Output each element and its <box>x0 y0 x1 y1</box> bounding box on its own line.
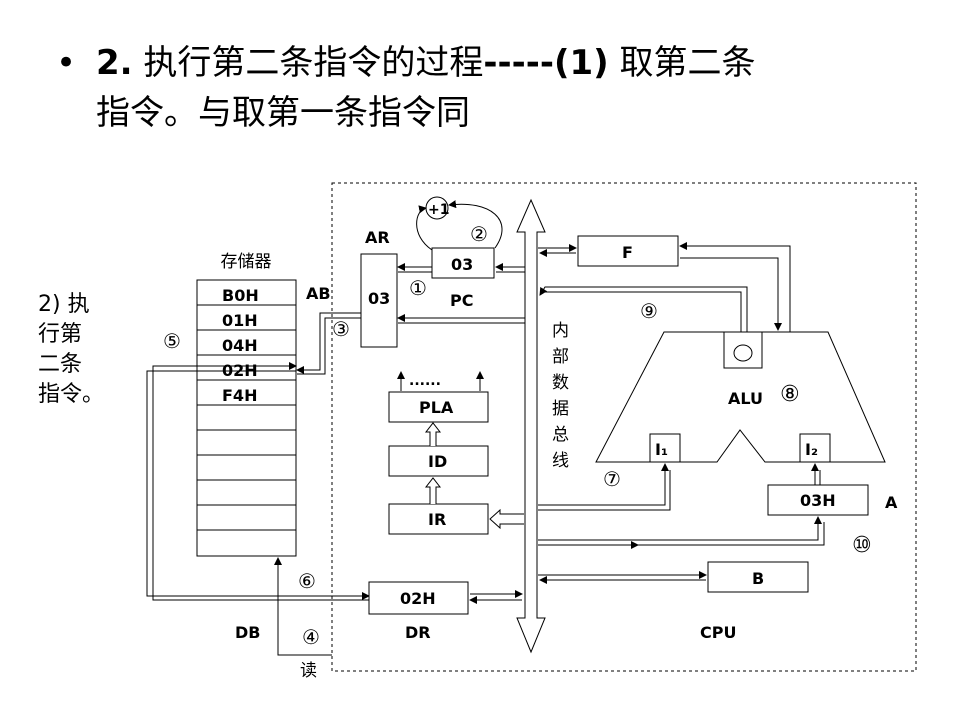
pla-label: PLA <box>419 398 454 417</box>
memory-cell: 04H <box>222 336 258 355</box>
step-2: ② <box>470 222 488 246</box>
internal-bus-char: 总 <box>552 425 569 445</box>
alu-flag-icon <box>733 344 753 362</box>
alu-to-f <box>679 242 791 332</box>
title-dashes: ----- <box>483 43 554 83</box>
cpu-boundary <box>331 182 917 672</box>
read-label: 读 <box>300 661 317 681</box>
side-note-line: 2) 执 <box>38 292 90 317</box>
increment-loop <box>416 205 433 251</box>
pc-register <box>431 247 495 279</box>
dr-label: DR <box>405 623 431 642</box>
step-3: ③ <box>332 317 350 341</box>
dr-value: 02H <box>400 589 436 608</box>
ir-to-id-arrow <box>424 477 442 504</box>
bus-to-a <box>538 516 822 541</box>
db-label: DB <box>235 623 260 642</box>
a-register-value: 03H <box>800 491 836 510</box>
title-number: 2 <box>96 43 120 83</box>
address-bus-line-2 <box>297 317 361 375</box>
ab-label: AB <box>306 284 331 303</box>
data-bus-line-2 <box>152 362 369 601</box>
bus-to-a-2 <box>538 522 825 546</box>
f-register <box>577 235 679 267</box>
side-note: 2) 执 行第 二条 指令。 <box>38 290 128 410</box>
alu-output <box>539 286 748 332</box>
a-register <box>767 484 869 516</box>
id-block <box>388 445 489 477</box>
side-note-line: 二条 <box>38 352 83 377</box>
read-line <box>274 557 332 656</box>
ir-block <box>388 503 489 535</box>
step-10: ⑩ <box>852 533 872 558</box>
side-note-line: 行第 <box>38 322 83 347</box>
memory-cell: F4H <box>222 386 257 405</box>
step-1: ① <box>409 276 427 300</box>
increment-loop-2 <box>448 200 503 249</box>
memory-title: 存储器 <box>221 252 272 272</box>
pla-block <box>388 391 489 423</box>
alu-unit <box>595 331 886 463</box>
title-sep: . <box>119 43 133 83</box>
bus-to-ir-arrow <box>489 508 524 530</box>
pla-output-dots: ...... <box>409 373 441 389</box>
ar-label: AR <box>365 228 390 247</box>
a-register-label: A <box>885 493 898 512</box>
i2-label: I₂ <box>805 440 818 459</box>
title-heading: 执行第二条指令的过程 <box>143 43 484 83</box>
step-7: ⑦ <box>603 467 621 491</box>
step-8: ⑧ <box>780 382 800 407</box>
pc-value: 03 <box>451 255 473 274</box>
i1-register <box>649 433 681 463</box>
f-to-alu <box>680 257 782 331</box>
b-register <box>707 561 809 593</box>
dr-register <box>368 581 469 615</box>
internal-bus-char: 内 <box>552 321 569 341</box>
step-9: ⑨ <box>640 299 658 323</box>
i1-label: I₁ <box>655 440 668 459</box>
internal-bus-char: 部 <box>552 347 569 367</box>
ar-value: 03 <box>368 289 390 308</box>
internal-bus-char: 数 <box>552 373 569 393</box>
b-register-label: B <box>752 569 764 588</box>
f-label: F <box>622 243 633 262</box>
ir-label: IR <box>428 510 446 529</box>
title-rest: 取第二条 <box>619 43 756 83</box>
ar-register <box>360 253 398 348</box>
data-bus-line <box>146 370 370 600</box>
memory-cell: B0H <box>222 286 259 305</box>
alu-label: ALU <box>728 389 763 408</box>
title-step: (1) <box>553 43 609 83</box>
pc-label: PC <box>450 291 473 310</box>
title-line-1: 2. 执行第二条指令的过程-----(1) 取第二条 <box>96 38 756 88</box>
alu-output-2 <box>545 291 742 332</box>
step-6: ⑥ <box>298 569 316 593</box>
cpu-label: CPU <box>700 623 736 642</box>
internal-data-bus <box>516 198 546 654</box>
memory-cell: 01H <box>222 311 258 330</box>
side-note-line: 指令。 <box>38 382 105 407</box>
increment-label: +1 <box>428 202 449 218</box>
title-bullet: • <box>56 43 77 83</box>
id-to-pla-arrow <box>424 422 442 446</box>
bus-to-i1-2 <box>538 470 671 511</box>
address-bus-line <box>296 312 361 374</box>
memory-block <box>196 279 297 557</box>
bus-to-i1 <box>538 463 669 506</box>
internal-bus-char: 据 <box>552 399 569 419</box>
step-4: ④ <box>302 625 320 649</box>
i2-register <box>799 433 831 463</box>
internal-bus-char: 线 <box>552 451 569 471</box>
title-line-2: 指令。与取第一条指令同 <box>96 93 470 133</box>
step-5: ⑤ <box>163 329 181 353</box>
id-label: ID <box>428 452 447 471</box>
